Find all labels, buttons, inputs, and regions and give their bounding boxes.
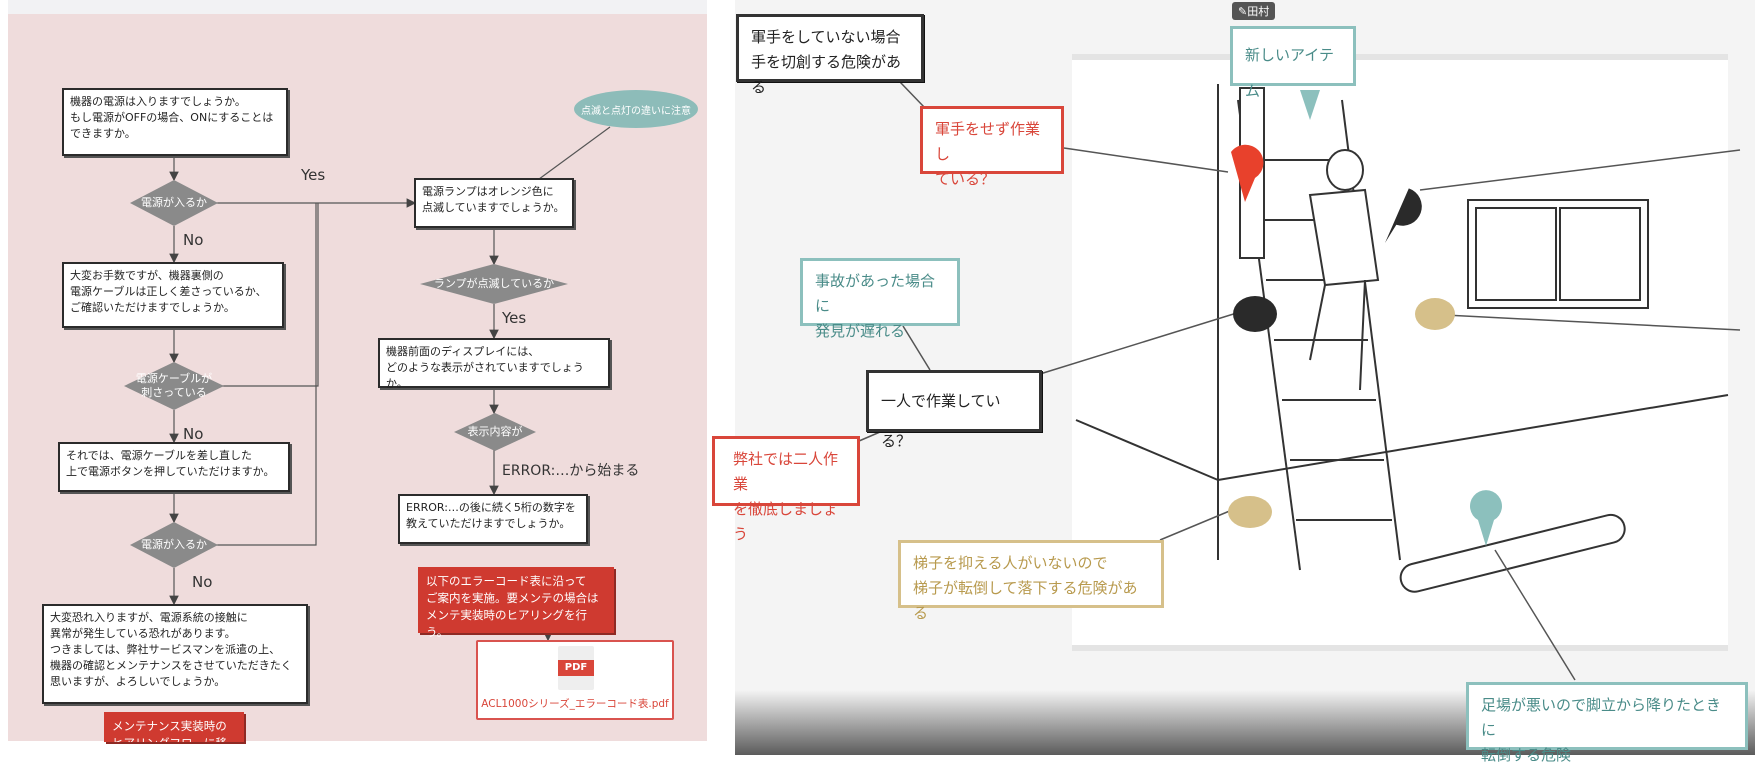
flow-box-reconnect[interactable]: それでは、電源ケーブルを差し直した 上で電源ボタンを押していただけますか。 [58,442,290,492]
pin-dark-icon [1233,296,1277,332]
callout-footing-risk[interactable]: 足場が悪いので脚立から降りたときに 転倒する危険 [1466,682,1748,764]
diamond-shape [130,522,218,568]
flow-label-no: No [183,425,204,443]
flow-label-yes: Yes [502,309,527,327]
diamond-shape [124,362,224,410]
pin-teal-icon [1469,490,1502,546]
callout-ladder-fall-risk[interactable]: 梯子を抑える人がいないので 梯子が転倒して落下する危険がある [898,540,1164,622]
flow-label-error: ERROR:…から始まる [502,463,640,479]
flow-red-note-maintenance[interactable]: メンテナンス実装時の ヒアリングフローに移動 [104,712,244,742]
diamond-label: 電源が入るか [141,196,207,209]
flow-label-no: No [183,231,204,249]
pdf-filename: ACL1000シリーズ_エラーコード表.pdf [481,698,669,710]
pin-gold-icon [1415,298,1455,330]
flow-label-yes: Yes [301,166,326,184]
pin-gold-icon [1228,496,1272,528]
callout-accident-late-discovery[interactable]: 事故があった場合に 発見が遅れる [800,258,960,340]
diamond-shape [454,413,536,451]
user-cursor-tag: ✎田村 [1232,2,1276,20]
ladder-illustration [1072,54,1728,651]
user-name: 田村 [1247,5,1270,18]
flow-box-lamp-question[interactable]: 電源ランプはオレンジ色に 点滅していますでしょうか。 [414,178,574,228]
flow-decision-cable[interactable]: 電源ケーブルが 刺さっている [124,362,224,410]
diamond-label: 表示内容が [467,425,523,438]
pencil-icon: ✎ [1238,5,1248,18]
flow-decision-power-on-2[interactable]: 電源が入るか [130,522,218,568]
flow-connectors [169,126,611,642]
flow-box-error-code[interactable]: ERROR:…の後に続く5桁の数字を 教えていただけますでしょうか。 [398,494,588,544]
flow-label-no: No [192,573,213,591]
pdf-file-icon: PDF [558,646,594,690]
callout-working-without-gloves[interactable]: 軍手をせず作業し ている？ [920,106,1064,188]
callout-new-item[interactable]: 新しいアイテム [1230,26,1356,100]
pin-dark-icon [1384,188,1422,244]
diamond-label: ランプが点滅しているか [433,277,555,290]
flow-box-dispatch[interactable]: 大変恐れ入りますが、電源系統の接触に 異常が発生している恐れがあります。 つきま… [42,604,308,704]
flow-box-power-question[interactable]: 機器の電源は入りますでしょうか。 もし電源がOFFの場合、ONにすることは でき… [62,88,288,156]
flow-box-cable-check[interactable]: 大変お手数ですが、機器裏側の 電源ケーブルは正しく差さっているか、 ご確認いただ… [62,262,284,328]
diamond-label: 電源ケーブルが 刺さっている [135,372,213,399]
flow-cloud-note[interactable]: 点滅と点灯の違いに注意 [574,90,698,128]
flow-decision-display[interactable]: 表示内容が [454,413,536,451]
pin-red-icon [1231,144,1264,202]
diamond-shape [130,180,218,226]
pin-teal-icon [1300,90,1320,120]
callout-two-person-rule[interactable]: 弊社では二人作業 を徹底しましょう [712,436,860,543]
pdf-attachment[interactable]: PDF ACL1000シリーズ_エラーコード表.pdf [476,640,674,720]
diamond-label: 電源が入るか [141,538,207,551]
flow-decision-power-on[interactable]: 電源が入るか [130,180,218,226]
callout-working-alone[interactable]: 一人で作業している？ [866,370,1042,450]
pdf-badge: PDF [558,660,594,676]
flow-decision-lamp-blink[interactable]: ランプが点滅しているか [420,264,568,304]
flow-top-bar [8,0,707,14]
flow-box-display-question[interactable]: 機器前面のディスプレイには、 どのような表示がされていますでしょうか。 [378,338,610,390]
diamond-shape [420,264,568,304]
callout-no-gloves-risk[interactable]: 軍手をしていない場合 手を切創する危険がある [736,14,924,96]
flow-red-note-error-table[interactable]: 以下のエラーコード表に沿って ご案内を実施。要メンテの場合は メンテ実装時のヒア… [418,567,614,639]
